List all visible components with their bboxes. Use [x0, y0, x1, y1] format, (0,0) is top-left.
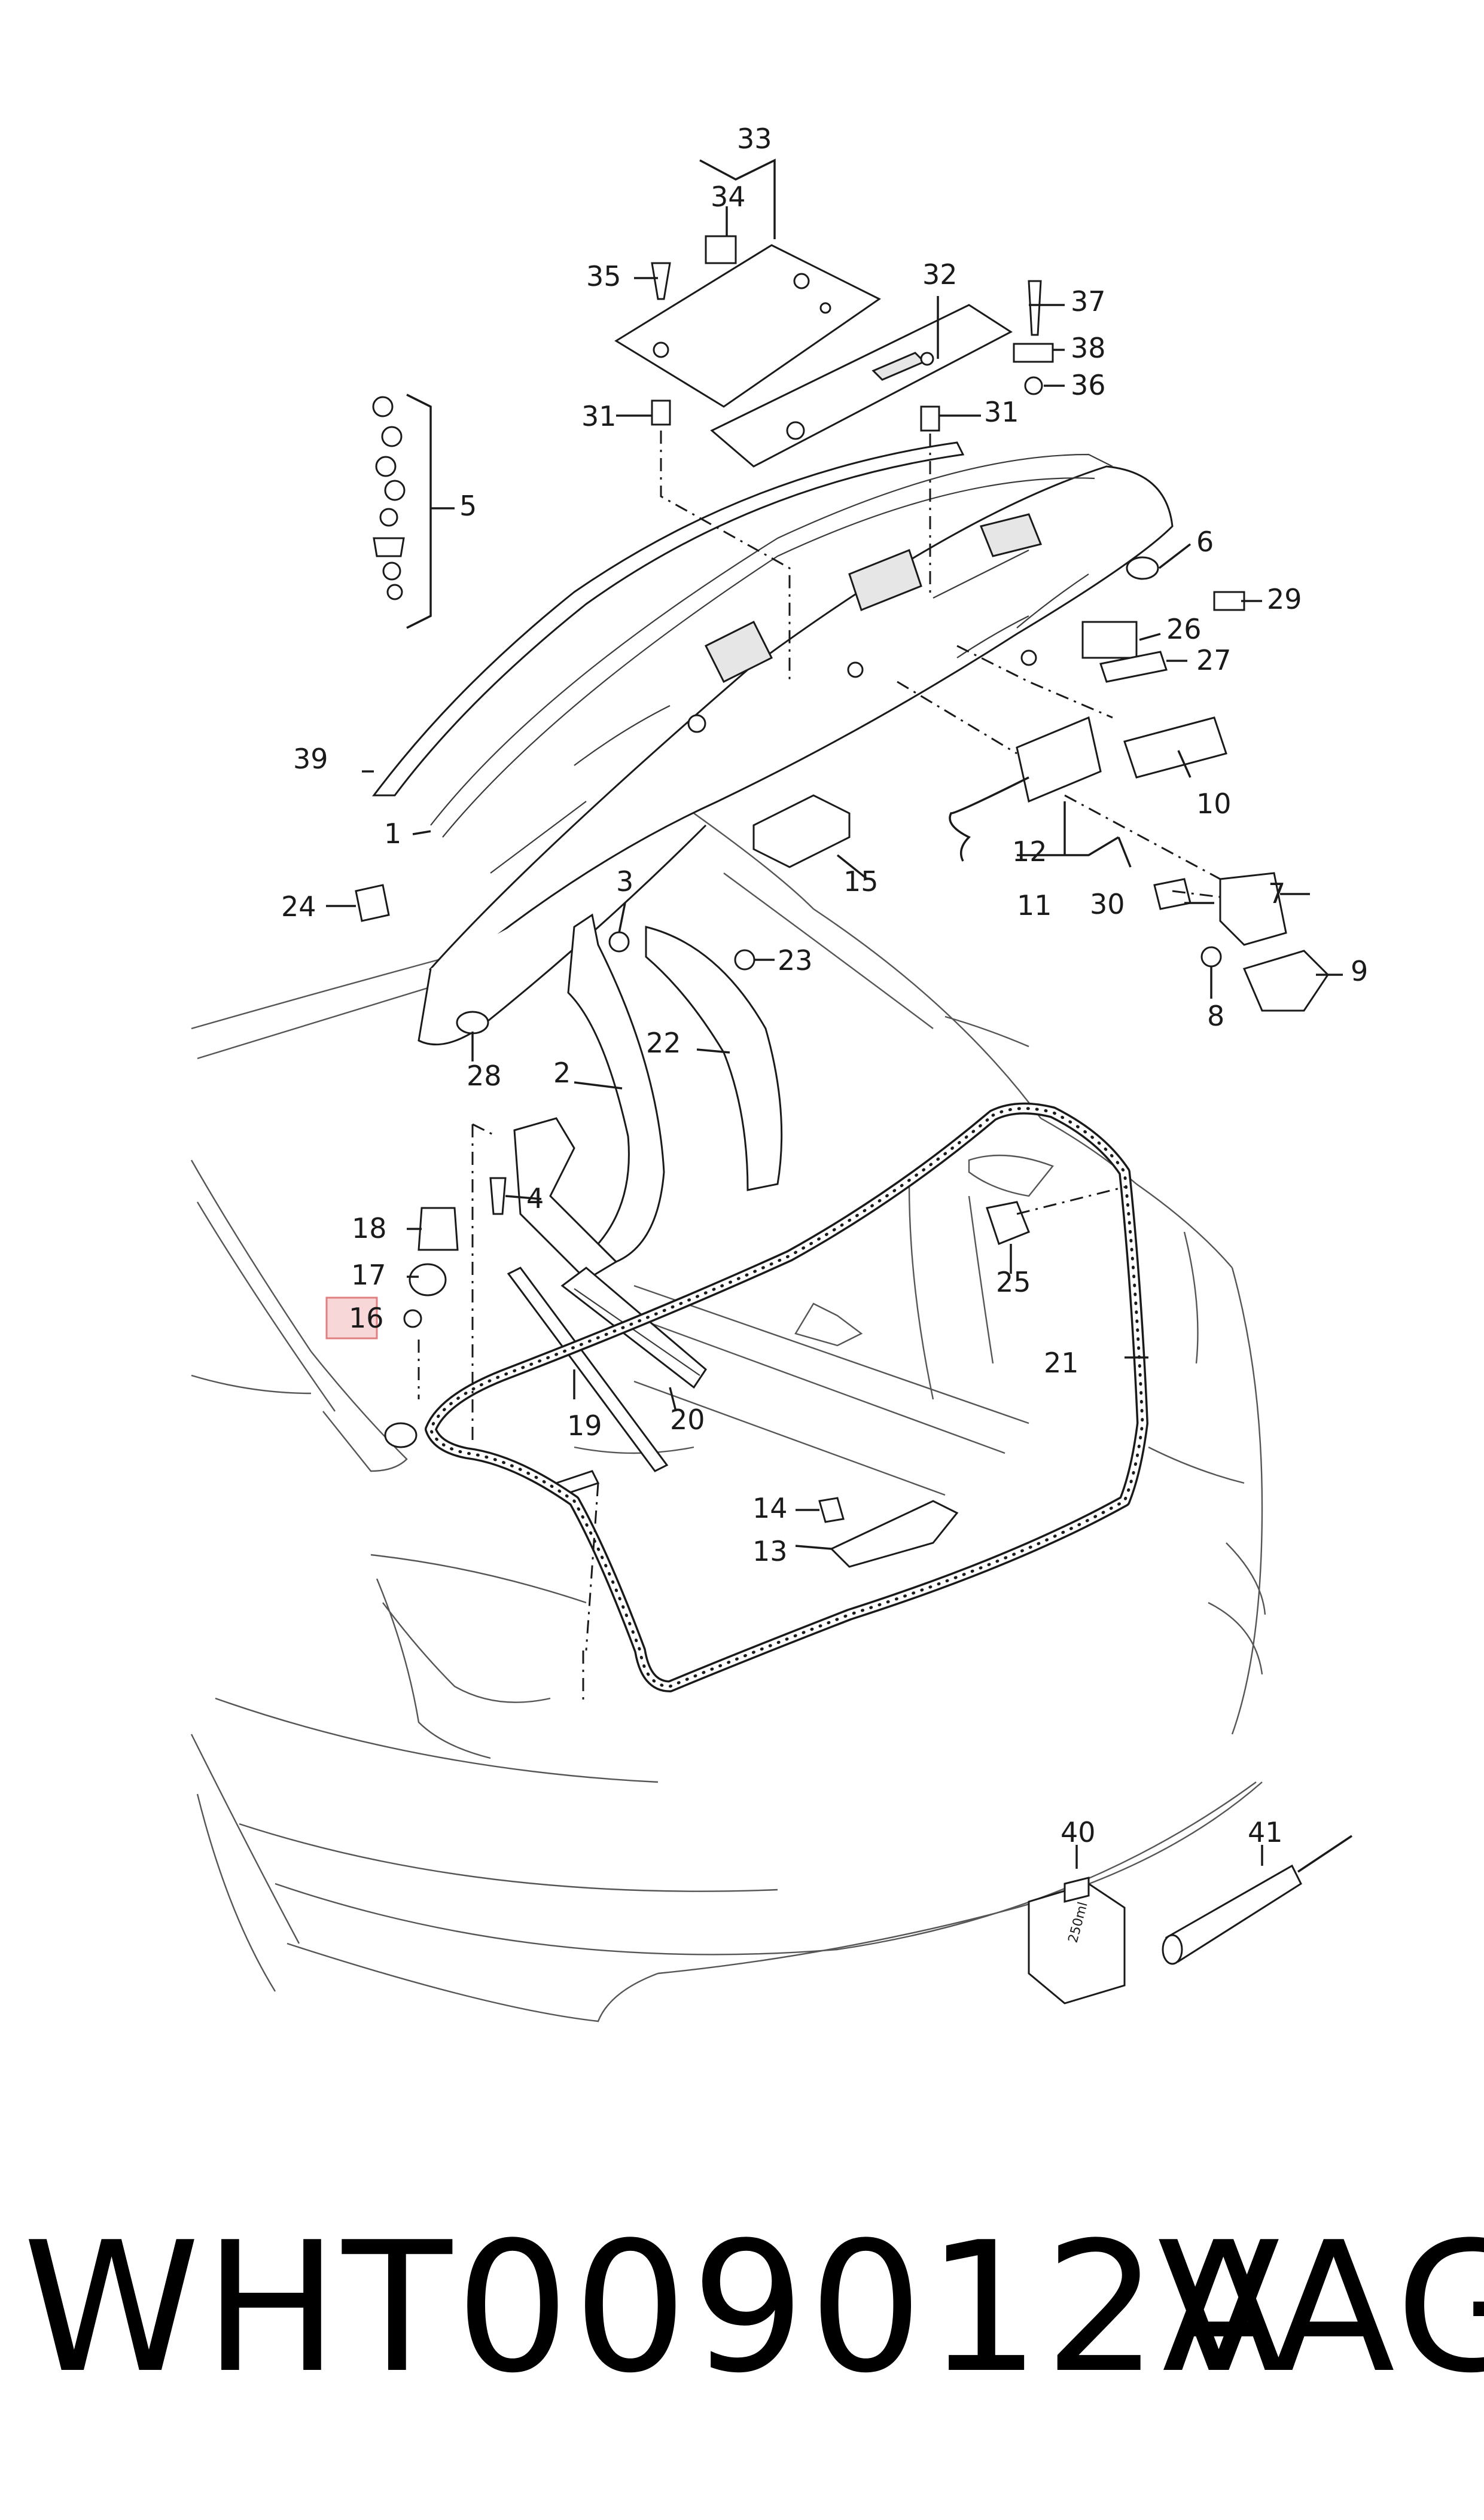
callout-35: 35 — [586, 260, 621, 292]
part-23-clip — [734, 949, 755, 971]
part-33-plate — [614, 244, 881, 408]
part-9-striker — [1242, 950, 1329, 1012]
part-39-strip — [371, 441, 965, 797]
part-36-washer — [1024, 376, 1043, 395]
part-5-brace — [406, 393, 432, 629]
part-4-bolt — [489, 1177, 507, 1215]
callout-38: 38 — [1071, 332, 1106, 364]
callout-24: 24 — [281, 890, 316, 923]
callout-4: 4 — [526, 1182, 544, 1215]
callout-5: 5 — [459, 490, 477, 522]
part-10-handle — [1123, 716, 1227, 779]
car-body-outline — [190, 813, 1266, 2022]
part-6-cap — [1126, 556, 1159, 580]
part-5-fasteners — [372, 396, 406, 600]
callout-30: 30 — [1090, 888, 1125, 920]
callout-40: 40 — [1061, 1816, 1096, 1848]
callout-37: 37 — [1071, 285, 1106, 318]
part-8-bolt — [1200, 946, 1222, 968]
callout-2: 2 — [553, 1057, 571, 1089]
callout-8: 8 — [1207, 1000, 1224, 1032]
part-27-trim — [1099, 651, 1168, 683]
part-29-bulb — [1213, 591, 1245, 611]
callout-14: 14 — [752, 1492, 788, 1524]
callout-39: 39 — [293, 743, 328, 775]
part-24-buffer — [355, 884, 390, 922]
callout-17: 17 — [351, 1259, 386, 1291]
callout-1: 1 — [384, 817, 401, 850]
callout-10: 10 — [1196, 788, 1232, 820]
part-28-plug — [456, 1011, 489, 1035]
callout-22: 22 — [646, 1027, 681, 1059]
footer: WHT009012A VAG — [0, 2207, 1484, 2410]
part-14-nut — [818, 1497, 845, 1523]
part-30-cap — [1153, 878, 1192, 910]
highlight-box — [325, 1296, 378, 1340]
callout-34: 34 — [711, 181, 746, 213]
part-22-trim — [645, 926, 783, 1191]
part-34-clip — [705, 235, 737, 264]
callout-33: 33 — [737, 123, 772, 155]
part-number: WHT009012A — [23, 2204, 1288, 2412]
part-19-strut — [507, 1267, 669, 1472]
callout-27: 27 — [1196, 644, 1232, 676]
part-35-screw — [651, 262, 671, 300]
part-13-striker-plate — [830, 1500, 959, 1568]
part-25-nut — [986, 1201, 1030, 1245]
callout-28: 28 — [467, 1060, 502, 1092]
part-18-bump-stop — [418, 1207, 459, 1251]
part-12-camera — [1016, 716, 1102, 803]
callout-41: 41 — [1248, 1816, 1283, 1848]
part-21-seal — [425, 1102, 1148, 1692]
part-26-bracket — [1081, 621, 1138, 659]
part-15-light — [752, 794, 851, 868]
callout-13: 13 — [752, 1535, 788, 1567]
callout-11: 11 — [1017, 889, 1052, 922]
part-4-hinge-bracket — [513, 1117, 618, 1281]
callout-29: 29 — [1267, 583, 1302, 615]
callout-36: 36 — [1071, 369, 1106, 401]
part-17-holder — [409, 1263, 447, 1296]
callout-16: 16 — [349, 1302, 384, 1334]
part-31-left — [651, 399, 671, 426]
part-strut-mount — [384, 1422, 418, 1448]
part-41-sealant-tube — [1162, 1835, 1352, 1965]
part-37-bracket — [1013, 343, 1054, 363]
callout-19: 19 — [567, 1410, 602, 1442]
callout-26: 26 — [1166, 613, 1202, 645]
part-40-bottle: 250ml — [1028, 1845, 1126, 2005]
trunk-lid — [418, 453, 1174, 1046]
callout-12: 12 — [1012, 835, 1047, 868]
callout-31: 31 — [984, 396, 1019, 428]
assembly-lines — [418, 431, 1221, 1704]
part-31-right — [920, 405, 940, 432]
part-32-plate — [710, 304, 1013, 468]
callout-23: 23 — [778, 944, 813, 977]
callout-6: 6 — [1196, 526, 1214, 558]
callout-20: 20 — [670, 1404, 705, 1436]
brand-name: VAG — [1157, 2204, 1484, 2412]
callout-25: 25 — [996, 1266, 1031, 1298]
part-38-pin — [1028, 280, 1042, 336]
callout-31: 31 — [581, 400, 617, 432]
callout-18: 18 — [352, 1212, 387, 1244]
part-7-latch — [1219, 872, 1287, 946]
callout-7: 7 — [1268, 877, 1285, 910]
callout-3: 3 — [616, 865, 633, 898]
callout-21: 21 — [1044, 1347, 1079, 1379]
callout-15: 15 — [843, 865, 879, 898]
part-3-nut — [608, 931, 630, 953]
part-16-clip — [403, 1309, 422, 1328]
leader-lines — [326, 158, 1343, 1550]
part-11-wiring — [949, 776, 1029, 862]
callout-32: 32 — [922, 258, 958, 291]
callout-9: 9 — [1351, 955, 1368, 987]
